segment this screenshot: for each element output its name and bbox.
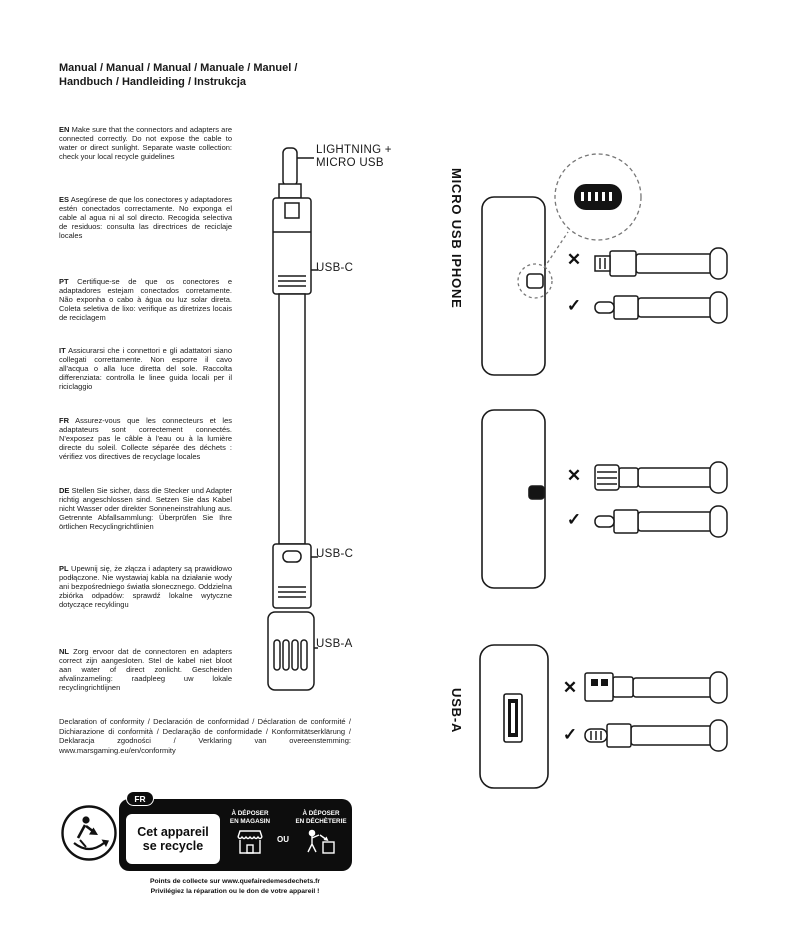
label-lightning-micro-usb: LIGHTNING + MICRO USB <box>316 144 392 170</box>
instruction-block-pt: PT Certifique-se de que os conectores e … <box>59 277 232 322</box>
instruction-text: Certifique-se de que os conectores e ada… <box>59 277 232 322</box>
instruction-block-nl: NL Zorg ervoor dat de connectoren en ada… <box>59 647 232 692</box>
instruction-text: Assicurarsi che i connettori e gli adatt… <box>59 346 232 391</box>
recycle-box-line1: Cet appareil <box>137 825 209 839</box>
instruction-block-de: DE Stellen Sie sicher, dass die Stecker … <box>59 486 232 531</box>
lang-code: PL <box>59 564 69 573</box>
right-mark-micro-usb: ✓ <box>566 296 582 315</box>
deposit-dechetterie: À DÉPOSER EN DÉCHÈTERIE <box>293 810 349 859</box>
wrong-mark-usb-a: ✕ <box>562 678 578 697</box>
triman-icon <box>61 805 117 861</box>
recycle-box-line2: se recycle <box>142 839 204 853</box>
instruction-text: Zorg ervoor dat de connectoren en adapte… <box>59 647 232 692</box>
recycle-box: Cet appareil se recycle <box>126 814 220 864</box>
fr-tag: FR <box>126 791 154 806</box>
micro-usb-port-zoom-icon <box>574 184 622 210</box>
magnifier-callout <box>517 153 642 299</box>
recycle-footer: Points de collecte sur www.quefairedemes… <box>110 877 360 896</box>
page-title-line2: Handbuch / Handleiding / Instrukcja <box>59 75 247 88</box>
label-lightning-line1: LIGHTNING + <box>316 144 392 156</box>
label-usb-c-bottom: USB-C <box>316 548 354 560</box>
instruction-block-en: EN Make sure that the connectors and ada… <box>59 125 232 161</box>
instruction-block-fr: FR Assurez-vous que les connecteurs et l… <box>59 416 232 461</box>
section-label-usb-a: USB-A <box>449 688 464 734</box>
instruction-text: Upewnij się, że złącza i adaptery są pra… <box>59 564 232 609</box>
label-lightning-line2: MICRO USB <box>316 157 384 169</box>
dechetterie-icon <box>307 829 335 854</box>
cable-usb-a-face-wrong-icon <box>584 671 728 704</box>
deposit-dechetterie-line2: EN DÉCHÈTERIE <box>295 817 347 825</box>
section-label-micro-usb: MICRO USB <box>449 168 464 250</box>
deposit-dechetterie-line1: À DÉPOSER <box>302 810 340 817</box>
recycle-badge: FR Cet appareil se recycle À DÉPOSER EN … <box>119 791 352 871</box>
connection-diagrams <box>479 153 728 789</box>
declaration-of-conformity: Declaration of conformity / Declaración … <box>59 717 351 755</box>
cable-micro-tip-wrong-icon <box>594 247 728 280</box>
or-label: OU <box>277 835 289 844</box>
right-mark-usb-a: ✓ <box>562 725 578 744</box>
lang-code: ES <box>59 195 70 204</box>
cable-sleeved-wrong-icon <box>594 461 728 494</box>
usb-a-device <box>479 644 549 789</box>
store-icon <box>237 830 263 854</box>
cable-lightning-tip-right-icon <box>594 291 728 324</box>
page-title: Manual / Manual / Manual / Manuale / Man… <box>59 62 297 89</box>
instruction-text: Assurez-vous que les connecteurs et les … <box>59 416 233 461</box>
tip-collar <box>278 183 302 199</box>
instruction-text: Make sure that the connectors and adapte… <box>59 125 232 161</box>
instruction-block-es: ES Asegúrese de que los conectores y ada… <box>59 195 232 240</box>
instruction-text: Stellen Sie sicher, dass die Stecker und… <box>59 486 232 531</box>
phone-iphone <box>481 409 546 589</box>
lightning-micro-tip-icon <box>282 147 298 187</box>
wrong-mark-iphone: ✕ <box>566 466 582 485</box>
lang-code: IT <box>59 346 66 355</box>
right-mark-iphone: ✓ <box>566 510 582 529</box>
recycle-footer-line2: Privilégiez la réparation ou le don de v… <box>150 887 320 895</box>
instruction-block-it: IT Assicurarsi che i connettori e gli ad… <box>59 346 232 391</box>
lang-code: DE <box>59 486 70 495</box>
lang-code: FR <box>59 416 69 425</box>
deposit-store: À DÉPOSER EN MAGASIN <box>221 810 279 859</box>
section-label-iphone: IPHONE <box>449 254 464 309</box>
lang-code: PT <box>59 277 69 286</box>
lang-code: EN <box>59 125 70 134</box>
deposit-store-line2: EN MAGASIN <box>229 817 271 825</box>
instruction-block-pl: PL Upewnij się, że złącza i adaptery są … <box>59 564 232 609</box>
cable-lightning-bare-right-icon <box>594 505 728 538</box>
page-title-line1: Manual / Manual / Manual / Manuale / Man… <box>59 62 298 74</box>
recycle-footer-line1: Points de collecte sur www.quefairedemes… <box>149 878 321 885</box>
cable-figure <box>267 147 318 691</box>
wrong-mark-micro-usb: ✕ <box>566 250 582 269</box>
phone-micro-usb <box>481 196 546 376</box>
label-usb-a: USB-A <box>316 638 353 650</box>
lang-code: NL <box>59 647 69 656</box>
flat-cable-body <box>278 293 306 545</box>
cable-usb-c-tip-right-icon <box>584 719 728 752</box>
deposit-store-line1: À DÉPOSER <box>231 810 269 817</box>
instruction-text: Asegúrese de que los conectores y adapta… <box>59 195 232 240</box>
label-usb-c-top: USB-C <box>316 262 354 274</box>
cable-drawing <box>267 147 318 691</box>
